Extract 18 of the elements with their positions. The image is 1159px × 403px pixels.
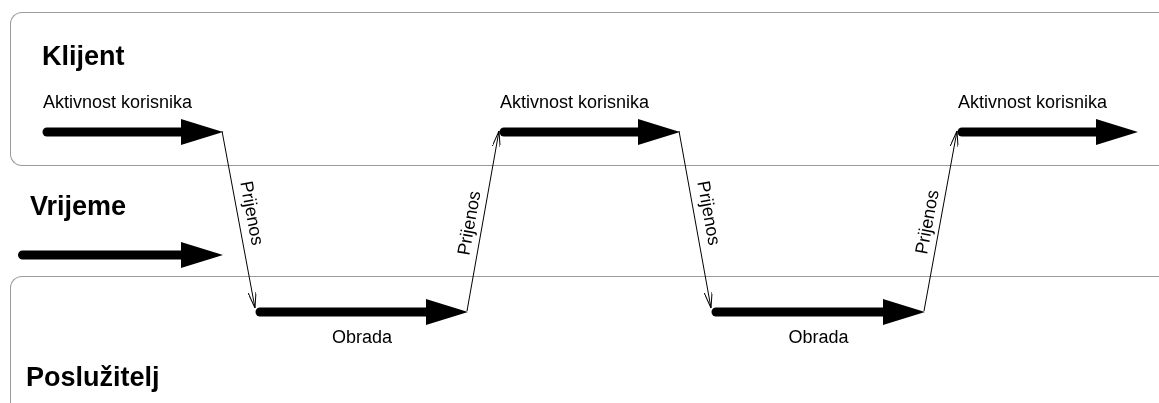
lane-heading: Poslužitelj xyxy=(26,364,160,391)
activity-label: Aktivnost korisnika xyxy=(958,93,1108,111)
axis-label: Vrijeme xyxy=(30,193,127,220)
activity-label: Aktivnost korisnika xyxy=(500,93,650,111)
arrow xyxy=(678,130,713,309)
edge-label: Prijenos xyxy=(694,179,724,247)
process-label: Obrada xyxy=(332,328,392,346)
activity-label: Aktivnost korisnika xyxy=(43,93,193,111)
process-label: Obrada xyxy=(788,328,849,346)
edge-label: Prijenos xyxy=(454,188,484,257)
edge-label: Prijenos xyxy=(237,179,268,247)
arrow xyxy=(466,130,501,312)
swimlane-band xyxy=(10,12,1159,166)
edge-label: Prijenos xyxy=(912,188,942,257)
arrow xyxy=(221,130,257,309)
swimlane-band xyxy=(10,276,1159,403)
arrow xyxy=(923,130,959,312)
lane-heading: Klijent xyxy=(42,43,125,70)
